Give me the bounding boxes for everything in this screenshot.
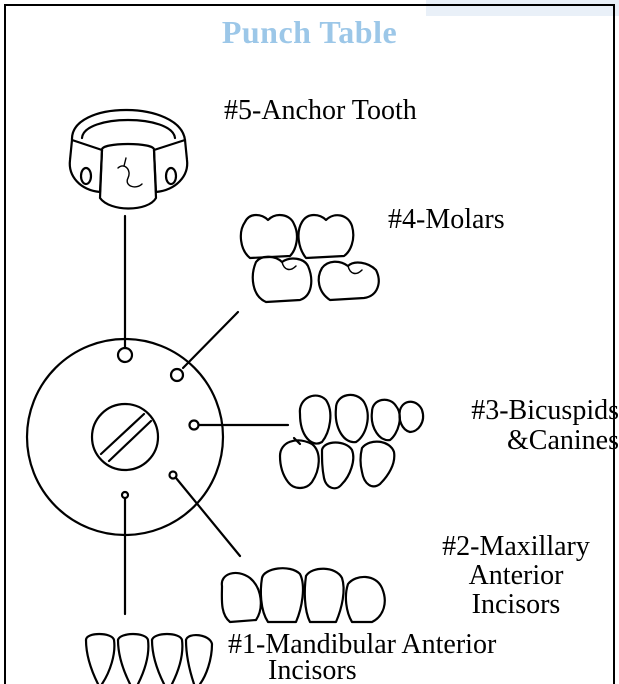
- bicuspids-canines-illustration: [278, 393, 425, 490]
- label-molars: #4-Molars: [388, 204, 505, 235]
- label-maxillary-anterior: Anterior: [468, 560, 564, 591]
- punch-hole-4: [169, 367, 185, 383]
- label-maxillary-incisors: Incisors: [471, 589, 561, 620]
- label-bicuspids: #3-Bicuspids: [471, 395, 619, 426]
- punch-hole-2: [168, 470, 178, 480]
- figure-title: Punch Table: [221, 14, 398, 50]
- label-mandibular-incisors: Incisors: [268, 655, 357, 684]
- label-maxillary: #2-Maxillary: [442, 531, 590, 562]
- anchor-tooth-clamp-illustration: [68, 108, 189, 210]
- maxillary-incisors-illustration: [220, 567, 386, 624]
- label-mandibular: #1-Mandibular Anterior: [228, 629, 497, 660]
- mandibular-incisors-illustration: [84, 632, 214, 684]
- punch-hole-3: [188, 419, 200, 431]
- molars-illustration: [239, 213, 380, 304]
- label-anchor-tooth: #5-Anchor Tooth: [224, 95, 417, 126]
- leader-lines: [123, 214, 290, 616]
- figure-border: [4, 4, 615, 684]
- label-canines: &Canines: [507, 425, 619, 456]
- punch-hole-5: [116, 346, 134, 364]
